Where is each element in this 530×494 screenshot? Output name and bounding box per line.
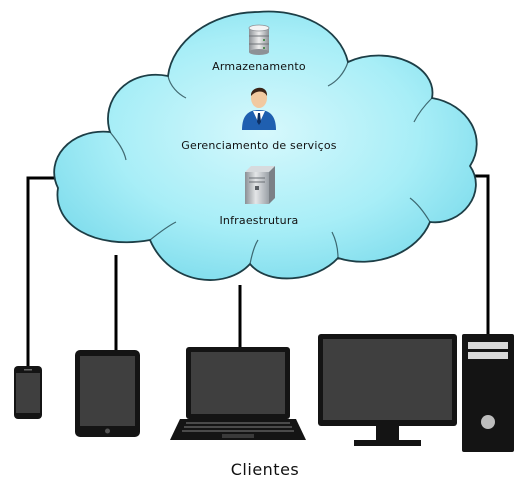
service-label-storage: Armazenamento: [212, 60, 306, 73]
server-icon: [245, 166, 275, 204]
monitor-device: [318, 334, 457, 446]
laptop-device: [170, 347, 306, 440]
cloud-shape: [53, 10, 478, 281]
smartphone-device: [14, 366, 42, 419]
manager-icon: [242, 87, 276, 130]
clients-label: Clientes: [230, 460, 300, 479]
service-label-management: Gerenciamento de serviços: [181, 139, 337, 152]
database-icon: [248, 24, 270, 55]
desktop-tower-device: [462, 334, 514, 452]
tablet-device: [75, 350, 140, 437]
line-smartphone: [26, 176, 62, 366]
service-label-infrastructure: Infraestrutura: [219, 214, 299, 227]
